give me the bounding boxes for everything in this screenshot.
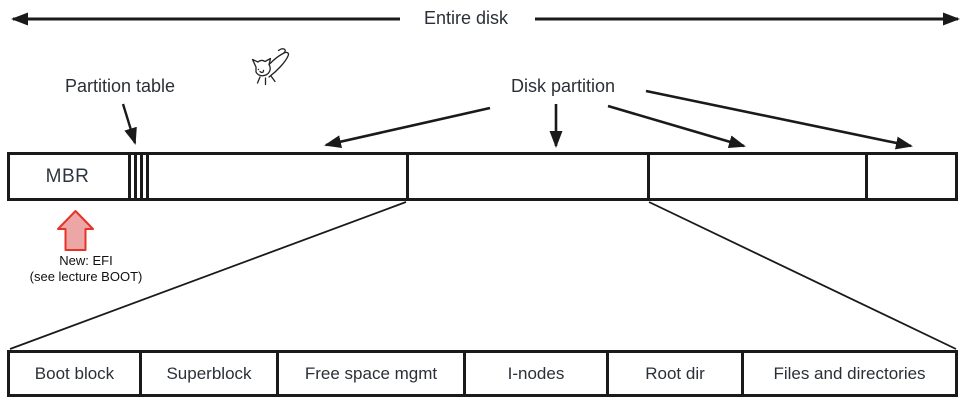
partition-table-stripe: [134, 152, 137, 201]
partition-divider: [865, 152, 868, 201]
expansion-line-right: [648, 201, 957, 350]
fs-cell-inodes: I-nodes: [463, 353, 606, 394]
disk-partition-arrows: [324, 89, 913, 150]
expansion-line-left: [9, 201, 407, 350]
efi-note-line1: New: EFI: [59, 253, 113, 268]
fs-cell-superblock: Superblock: [139, 353, 276, 394]
mbr-label: MBR: [45, 165, 90, 187]
efi-arrow-icon: [57, 210, 94, 251]
cat-doodle-icon: [251, 48, 290, 86]
disk-partition-label: Disk partition: [510, 76, 616, 96]
disk-partition-arrow-3: [607, 104, 746, 149]
disk-bar: [7, 152, 958, 201]
partition-divider: [406, 152, 409, 201]
efi-note-line2: (see lecture BOOT): [29, 269, 143, 285]
mbr-cell: MBR: [7, 152, 128, 201]
partition-divider: [647, 152, 650, 201]
fs-cell-files-dirs: Files and directories: [741, 353, 955, 394]
fs-cell-root-dir: Root dir: [606, 353, 741, 394]
partition-table-stripe: [140, 152, 143, 201]
expansion-lines: [9, 201, 957, 350]
disk-partition-arrow-1: [324, 106, 491, 149]
filesystem-bar: Boot block Superblock Free space mgmt I-…: [7, 350, 958, 397]
partition-table-label: Partition table: [64, 76, 176, 96]
partition-table-stripe: [146, 152, 149, 201]
fs-cell-free-space: Free space mgmt: [276, 353, 463, 394]
disk-partition-arrow-4: [645, 89, 913, 150]
entire-disk-label: Entire disk: [423, 8, 509, 28]
fs-cell-boot-block: Boot block: [34, 363, 115, 383]
partition-table-stripe: [128, 152, 131, 201]
partition-table-arrow: [121, 103, 137, 145]
efi-note: New: EFI (see lecture BOOT): [5, 253, 167, 286]
